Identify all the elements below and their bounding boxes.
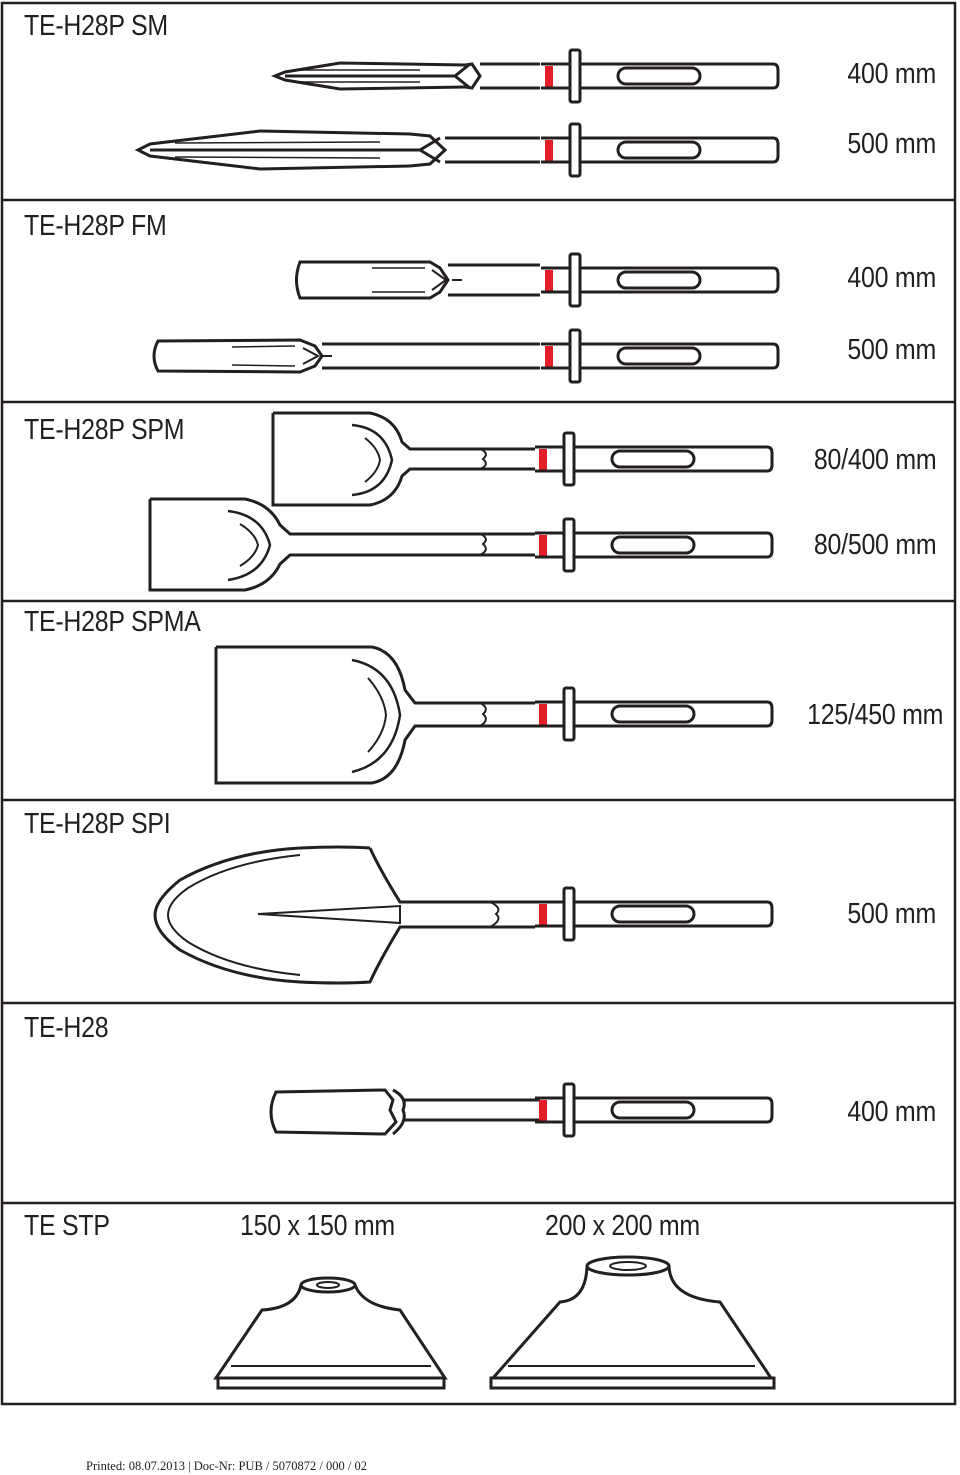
section-title-sm: TE-H28P SM <box>24 10 168 42</box>
spma-spade <box>214 645 535 785</box>
size-label: 400 mm <box>847 1096 936 1128</box>
size-label: 500 mm <box>847 128 936 160</box>
spm-spade-400 <box>271 411 535 507</box>
size-label: 80/500 mm <box>813 529 937 561</box>
size-label: 125/450 mm <box>806 699 943 731</box>
section-title-h28: TE-H28 <box>24 1012 109 1044</box>
fm-chisel-500 <box>152 338 540 374</box>
section-title-fm: TE-H28P FM <box>24 210 167 242</box>
spi-spade <box>153 845 535 985</box>
sm-chisel-400 <box>270 61 540 91</box>
sm-chisel-500 <box>134 129 540 171</box>
size-label: 400 mm <box>847 58 936 90</box>
stp-base-150 <box>213 1276 448 1390</box>
size-label: 150 x 150 mm <box>240 1210 395 1242</box>
size-label: 400 mm <box>847 262 936 294</box>
stp-base-200 <box>489 1255 776 1390</box>
section-title-spm: TE-H28P SPM <box>24 414 185 446</box>
h28-chisel <box>269 1088 540 1136</box>
section-title-spma: TE-H28P SPMA <box>24 606 201 638</box>
size-label: 200 x 200 mm <box>545 1210 700 1242</box>
print-footer: Printed: 08.07.2013 | Doc-Nr: PUB / 5070… <box>86 1459 367 1473</box>
size-label: 500 mm <box>847 898 936 930</box>
section-title-stp: TE STP <box>24 1210 110 1242</box>
frame-lines <box>0 1 957 1406</box>
size-label: 500 mm <box>847 334 936 366</box>
section-title-spi: TE-H28P SPI <box>24 808 171 840</box>
spm-spade-500 <box>148 497 535 592</box>
size-label: 80/400 mm <box>813 444 937 476</box>
fm-chisel-400 <box>295 260 540 300</box>
